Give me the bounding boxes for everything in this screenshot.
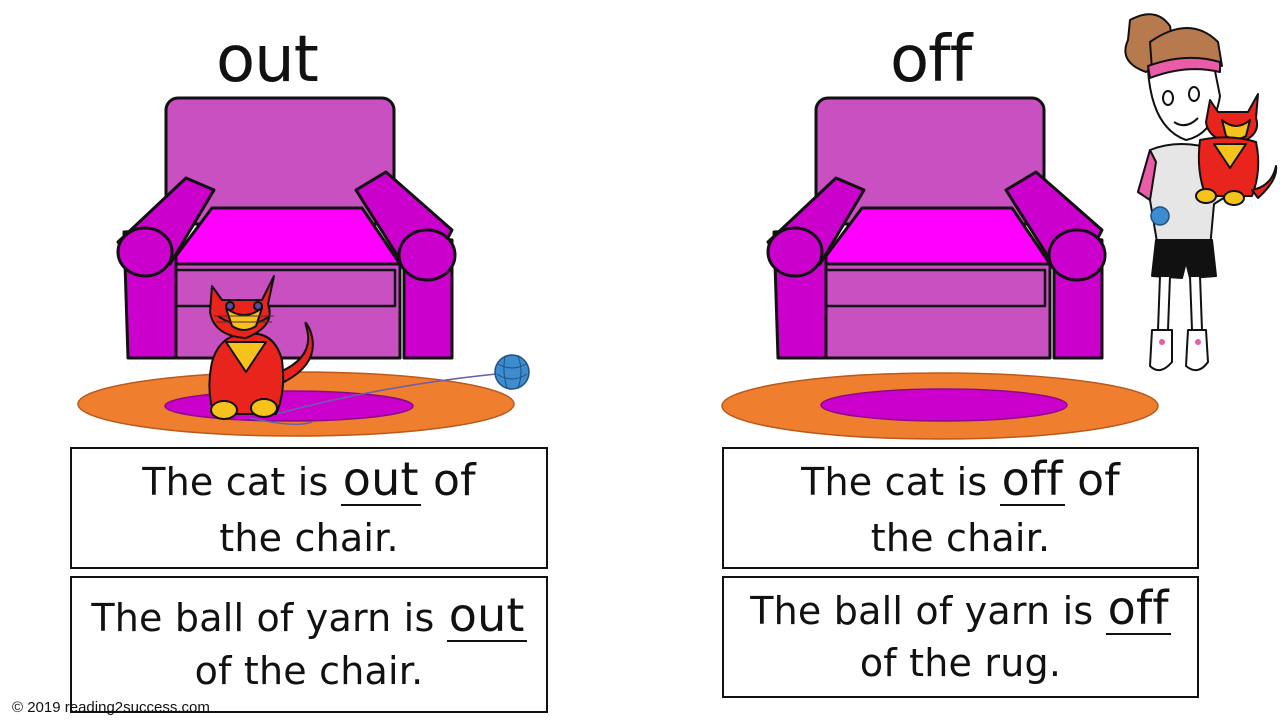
keyword-underlined: off <box>1105 580 1171 635</box>
yarn-ball-icon <box>494 354 530 390</box>
sentence-text: The cat is <box>142 460 329 505</box>
sentence-line-1: The ball of yarn is out <box>91 588 527 644</box>
rug-icon <box>721 372 1159 440</box>
left-scene <box>77 96 530 437</box>
sentence-line-2: the chair. <box>870 516 1051 561</box>
armchair-icon <box>116 96 457 360</box>
armchair-icon <box>766 96 1107 360</box>
keyword-underlined: off <box>999 452 1065 507</box>
sentence-text: The cat is <box>801 460 988 505</box>
right-scene <box>721 13 1278 440</box>
sentence-line-1: The cat is out of <box>142 451 476 512</box>
cat-icon <box>208 275 314 420</box>
sentence-line-2: the chair. <box>219 516 399 561</box>
sentence-box-yarn-off: The ball of yarn is off of the rug. <box>722 576 1199 698</box>
sentence-text: The ball of yarn is <box>750 588 1094 633</box>
keyword-underlined: out <box>446 588 527 643</box>
yarn-string <box>249 373 497 425</box>
sentence-line-2: of the rug. <box>859 641 1062 685</box>
sentence-text: of <box>432 455 476 507</box>
sentence-line-1: The cat is off of <box>801 451 1120 512</box>
sentence-text: of <box>1077 455 1120 507</box>
sentence-box-cat-out: The cat is out of the chair. <box>70 447 548 569</box>
keyword-underlined: out <box>340 452 421 507</box>
word-title-out: out <box>216 23 319 97</box>
copyright-notice: © 2019 reading2success.com <box>12 699 210 716</box>
sentence-line-1: The ball of yarn is off <box>750 585 1171 637</box>
sentence-box-cat-off: The cat is off of the chair. <box>722 447 1199 569</box>
word-title-off: off <box>890 23 972 97</box>
sentence-line-2: of the chair. <box>194 648 424 693</box>
sentence-text: The ball of yarn is <box>91 596 435 641</box>
girl-with-cat-icon <box>1124 13 1278 372</box>
sentence-box-yarn-out: The ball of yarn is out of the chair. <box>70 576 548 713</box>
